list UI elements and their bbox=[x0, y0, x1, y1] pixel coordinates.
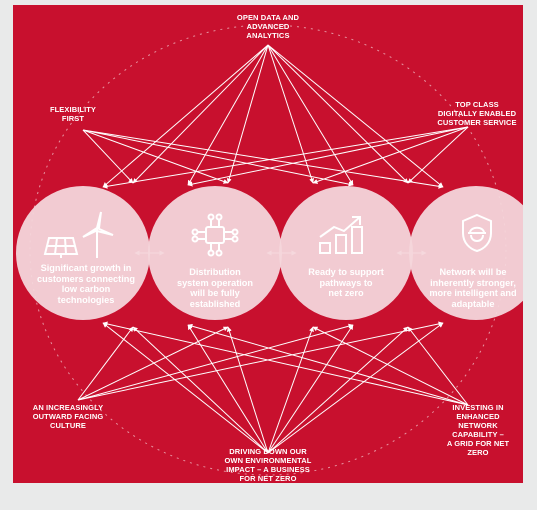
strategy-diagram: OPEN DATA AND ADVANCED ANALYTICS FLEXIBI… bbox=[13, 5, 523, 483]
arrow-top-0-2 bbox=[187, 44, 269, 186]
arrow-bottom-0-1 bbox=[132, 326, 269, 454]
arrow-top-1-5 bbox=[82, 129, 354, 187]
arrow-top-0-4 bbox=[267, 44, 314, 184]
arrow-connections bbox=[77, 44, 469, 454]
arrow-top-0-1 bbox=[132, 44, 269, 184]
outcome-text-net-zero: Ready to support pathways to net zero bbox=[308, 267, 384, 298]
arrow-top-0-0 bbox=[102, 44, 269, 188]
arrow-bottom-1-3 bbox=[77, 326, 229, 401]
shield-worker-icon bbox=[462, 213, 492, 253]
outcome-text-network: Network will be inherently stronger, mor… bbox=[429, 267, 517, 309]
outcome-text-low-carbon: Significant growth in customers connecti… bbox=[36, 263, 136, 305]
arrow-bottom-0-2 bbox=[187, 324, 269, 454]
outcome-circle-distribution bbox=[148, 186, 282, 320]
arrow-bottom-1-1 bbox=[77, 326, 134, 401]
connector-graphics bbox=[29, 24, 507, 476]
arrow-bottom-1-5 bbox=[77, 323, 354, 401]
arrow-top-0-3 bbox=[226, 44, 269, 184]
outcome-circle-network bbox=[409, 186, 523, 320]
arrow-top-0-5 bbox=[267, 44, 354, 186]
solar-wind-icon bbox=[43, 211, 114, 258]
arrow-bottom-0-3 bbox=[226, 326, 269, 454]
arrow-bottom-0-0 bbox=[102, 322, 269, 454]
label-outward-culture: AN INCREASINGLY OUTWARD FACING CULTURE bbox=[32, 403, 104, 430]
arrow-top-2-2 bbox=[187, 126, 469, 187]
arrow-bottom-0-5 bbox=[267, 324, 354, 454]
arrow-top-2-6 bbox=[407, 126, 469, 184]
label-network-capability: INVESTING IN ENHANCED NETWORK CAPABILITY… bbox=[446, 403, 510, 457]
arrow-bottom-2-6 bbox=[407, 326, 469, 406]
label-customer-service: TOP CLASS DIGITALLY ENABLED CUSTOMER SER… bbox=[437, 100, 517, 127]
label-flexibility-first: FLEXIBILITY FIRST bbox=[49, 105, 97, 123]
arrow-top-1-7 bbox=[82, 129, 444, 189]
arrow-top-0-6 bbox=[267, 44, 409, 184]
arrow-bottom-2-2 bbox=[187, 323, 469, 406]
label-open-data: OPEN DATA AND ADVANCED ANALYTICS bbox=[236, 13, 300, 40]
arrow-top-1-3 bbox=[82, 129, 229, 184]
arrow-bottom-0-6 bbox=[267, 326, 409, 454]
arrow-bottom-1-7 bbox=[77, 321, 444, 401]
arrow-bottom-0-7 bbox=[267, 322, 444, 454]
arrow-bottom-2-0 bbox=[102, 321, 469, 406]
arrow-bottom-2-4 bbox=[312, 326, 469, 406]
arrow-top-0-7 bbox=[267, 44, 444, 188]
label-environmental-impact: DRIVING DOWN OUR OWN ENVIRONMENTAL IMPAC… bbox=[224, 447, 312, 483]
circuit-chip-icon bbox=[191, 213, 239, 257]
outcome-text-distribution: Distribution system operation will be fu… bbox=[176, 267, 254, 309]
arrow-top-2-4 bbox=[312, 126, 469, 184]
arrow-top-1-1 bbox=[82, 129, 134, 184]
growth-chart-icon bbox=[319, 216, 363, 254]
outcome-circle-low-carbon bbox=[16, 186, 150, 320]
arrow-bottom-0-4 bbox=[267, 326, 314, 454]
arrow-top-2-0 bbox=[102, 126, 469, 189]
